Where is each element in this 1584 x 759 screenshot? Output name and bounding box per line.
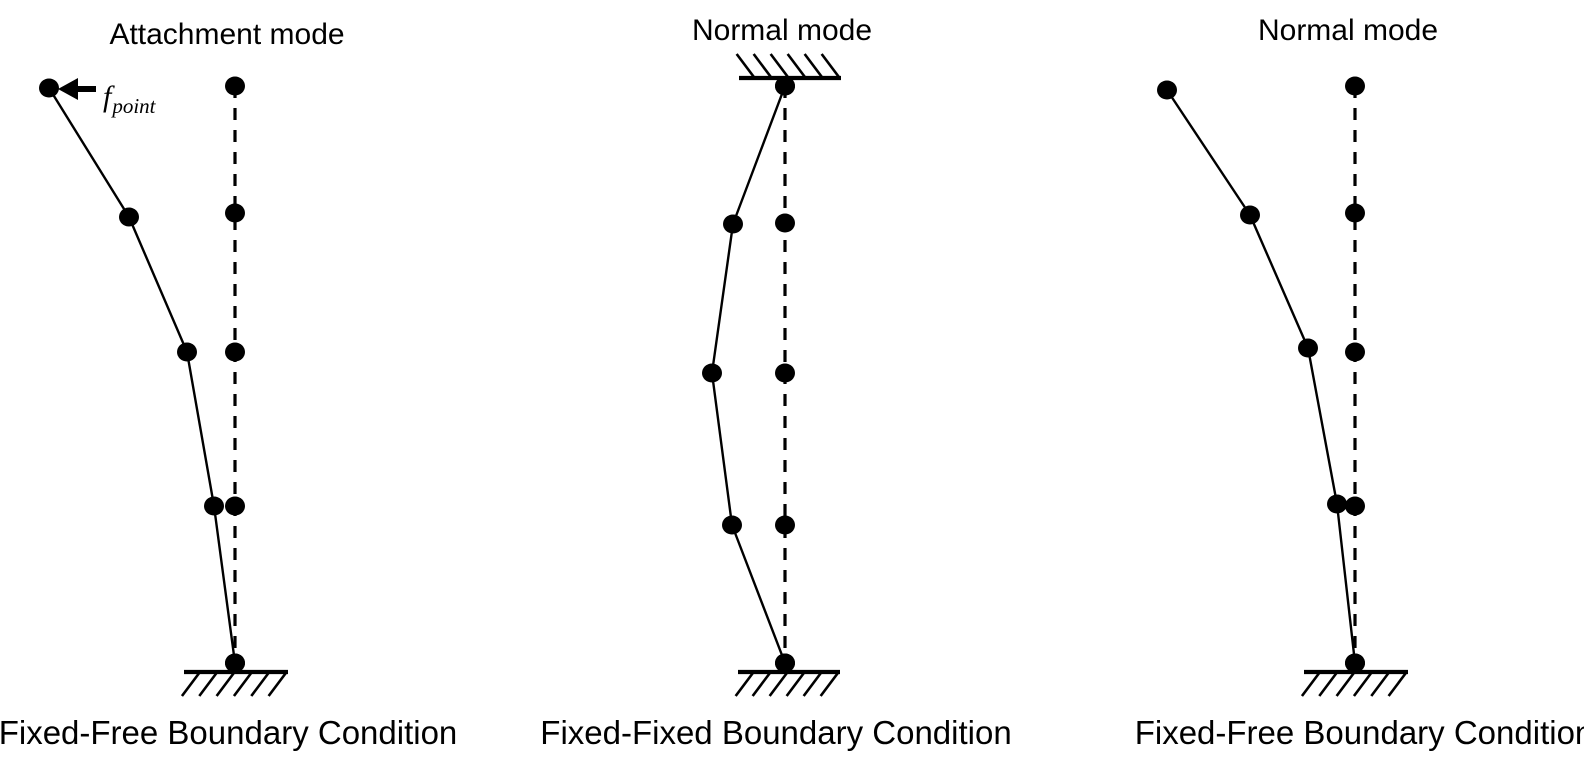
- mode-node-dot: [1240, 205, 1260, 225]
- mode-node-dot: [177, 342, 197, 362]
- support-hatch-stroke: [768, 671, 789, 697]
- support-hatch-stroke: [180, 671, 201, 697]
- mode-shape-line: [710, 84, 787, 665]
- support-hatch-stroke: [734, 671, 755, 697]
- force-annotation: fpoint: [58, 78, 157, 118]
- support-hatch-stroke: [751, 671, 772, 697]
- support-hatch-stroke: [803, 53, 824, 79]
- mode-node-dot: [1298, 338, 1318, 358]
- mode-shape-line: [1165, 88, 1357, 665]
- support-hatch-stroke: [1335, 671, 1356, 697]
- support-hatch-stroke: [1300, 671, 1321, 697]
- panel-title: Normal mode: [692, 14, 872, 47]
- support-hatch-stroke: [198, 671, 219, 697]
- support-hatch-stroke: [1318, 671, 1339, 697]
- support-hatch-stroke: [786, 53, 807, 79]
- mode-node-dot: [723, 214, 743, 234]
- support-hatch-stroke: [250, 671, 271, 697]
- mode-node-dot: [225, 653, 245, 673]
- support-bottom: [734, 669, 840, 697]
- reference-node-dot: [775, 213, 795, 233]
- support-bottom: [180, 669, 288, 697]
- mode-node-dot: [775, 76, 795, 96]
- support-hatch-stroke: [735, 53, 756, 79]
- force-label-subscript: point: [110, 94, 156, 118]
- panel-title: Normal mode: [1258, 14, 1438, 47]
- support-hatch-stroke: [267, 671, 288, 697]
- support-hatch-stroke: [215, 671, 236, 697]
- reference-node-dot: [1345, 203, 1365, 223]
- support-hatch-stroke: [752, 53, 773, 79]
- reference-node-dot: [225, 203, 245, 223]
- support-hatch-stroke: [232, 671, 253, 697]
- support-bottom: [1300, 669, 1408, 697]
- panel-caption: Fixed-Free Boundary Condition: [1135, 714, 1584, 751]
- mode-node-dot: [1327, 494, 1347, 514]
- mode-node-dot: [775, 653, 795, 673]
- reference-node-dot: [225, 342, 245, 362]
- mode-node-dot: [204, 496, 224, 516]
- reference-node-dot: [1345, 342, 1365, 362]
- panel-title: Attachment mode: [109, 18, 344, 51]
- support-top: [735, 53, 841, 81]
- support-hatch-stroke: [1370, 671, 1391, 697]
- mode-node-dot: [39, 78, 59, 98]
- reference-node-dot: [1345, 496, 1365, 516]
- support-hatch-stroke: [1387, 671, 1408, 697]
- reference-node-dot: [1345, 76, 1365, 96]
- mode-node-dot: [722, 515, 742, 535]
- mode-shape-line: [47, 86, 237, 665]
- force-label: fpoint: [103, 80, 157, 118]
- reference-node-dot: [225, 76, 245, 96]
- support-hatch-stroke: [802, 671, 823, 697]
- reference-node-dot: [775, 515, 795, 535]
- panel-caption: Fixed-Fixed Boundary Condition: [540, 714, 1011, 751]
- reference-node-dot: [775, 363, 795, 383]
- support-hatch-stroke: [820, 53, 841, 79]
- support-hatch-stroke: [785, 671, 806, 697]
- force-arrow-head: [58, 78, 78, 100]
- mode-node-dot: [1345, 653, 1365, 673]
- support-hatch-stroke: [819, 671, 840, 697]
- support-hatch-stroke: [769, 53, 790, 79]
- mode-node-dot: [702, 363, 722, 383]
- support-hatch-stroke: [1352, 671, 1373, 697]
- panel-caption: Fixed-Free Boundary Condition: [0, 714, 457, 751]
- mode-node-dot: [1157, 80, 1177, 100]
- reference-node-dot: [225, 496, 245, 516]
- mode-node-dot: [119, 207, 139, 227]
